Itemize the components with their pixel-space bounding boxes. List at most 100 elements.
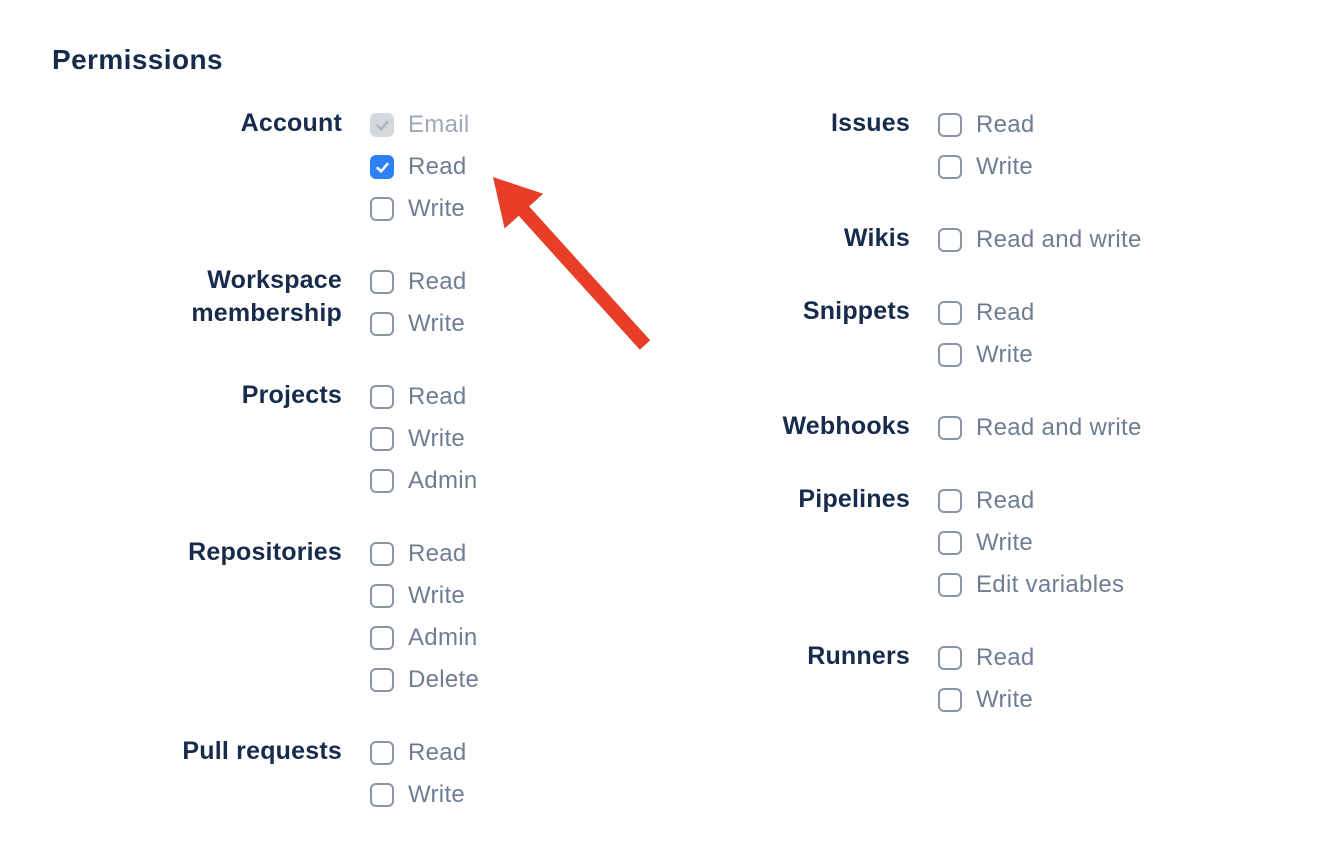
projects-admin-checkbox[interactable]	[370, 469, 394, 493]
group-label-projects: Projects	[241, 381, 342, 409]
account-write-checkbox[interactable]	[370, 197, 394, 221]
checkbox-row-snippets-write[interactable]: Write	[938, 334, 1035, 376]
checkbox-label: Read	[976, 487, 1035, 514]
projects-write-checkbox[interactable]	[370, 427, 394, 451]
checkbox-row-pipelines-edit-variables[interactable]: Edit variables	[938, 564, 1124, 606]
snippets-read-checkbox[interactable]	[938, 301, 962, 325]
checkbox-row-repositories-admin[interactable]: Admin	[370, 617, 479, 659]
pipelines-write-checkbox[interactable]	[938, 531, 962, 555]
workspace-membership-write-checkbox[interactable]	[370, 312, 394, 336]
repositories-read-checkbox[interactable]	[370, 542, 394, 566]
checkbox-label: Read	[408, 739, 467, 766]
pipelines-edit-variables-checkbox[interactable]	[938, 573, 962, 597]
repositories-delete-checkbox[interactable]	[370, 668, 394, 692]
checkbox-row-workspace-membership-write[interactable]: Write	[370, 303, 467, 345]
checkbox-row-projects-admin[interactable]: Admin	[370, 460, 478, 502]
checkbox-label: Write	[408, 781, 466, 808]
runners-read-checkbox[interactable]	[938, 646, 962, 670]
checkbox-row-account-write[interactable]: Write	[370, 188, 470, 230]
workspace-membership-read-checkbox[interactable]	[370, 270, 394, 294]
checkbox-label: Read	[976, 299, 1035, 326]
checkbox-row-issues-write[interactable]: Write	[938, 146, 1035, 188]
checkbox-label: Read	[976, 111, 1035, 138]
checkbox-row-wikis-read-and-write[interactable]: Read and write	[938, 219, 1142, 261]
checkbox-row-repositories-read[interactable]: Read	[370, 533, 479, 575]
projects-read-checkbox[interactable]	[370, 385, 394, 409]
webhooks-read-and-write-checkbox[interactable]	[938, 416, 962, 440]
checkbox-label: Read and write	[976, 414, 1142, 441]
pull-requests-read-checkbox[interactable]	[370, 741, 394, 765]
checkbox-label: Read	[408, 153, 467, 180]
pull-requests-write-checkbox[interactable]	[370, 783, 394, 807]
group-label-snippets: Snippets	[802, 297, 910, 325]
checkmark-icon	[375, 162, 389, 173]
checkbox-label: Admin	[408, 624, 478, 651]
runners-write-checkbox[interactable]	[938, 688, 962, 712]
checkbox-label: Write	[408, 310, 466, 337]
account-email-checkbox	[370, 113, 394, 137]
permission-group-wikis: Wikis Read and write	[640, 219, 1142, 261]
checkbox-label: Write	[976, 529, 1034, 556]
pipelines-read-checkbox[interactable]	[938, 489, 962, 513]
checkbox-row-webhooks-read-and-write[interactable]: Read and write	[938, 407, 1142, 449]
checkbox-label: Delete	[408, 666, 480, 693]
checkbox-row-repositories-write[interactable]: Write	[370, 575, 479, 617]
checkbox-row-projects-write[interactable]: Write	[370, 418, 478, 460]
checkbox-row-account-email: Email	[370, 104, 470, 146]
checkbox-row-pipelines-read[interactable]: Read	[938, 480, 1124, 522]
issues-read-checkbox[interactable]	[938, 113, 962, 137]
checkbox-label: Write	[976, 153, 1034, 180]
checkbox-label: Read	[408, 383, 467, 410]
checkbox-label: Write	[976, 341, 1034, 368]
checkbox-label: Admin	[408, 467, 478, 494]
checkbox-row-workspace-membership-read[interactable]: Read	[370, 261, 467, 303]
repositories-admin-checkbox[interactable]	[370, 626, 394, 650]
repositories-write-checkbox[interactable]	[370, 584, 394, 608]
checkbox-row-runners-read[interactable]: Read	[938, 637, 1035, 679]
account-read-checkbox[interactable]	[370, 155, 394, 179]
checkbox-label: Write	[976, 686, 1034, 713]
wikis-read-and-write-checkbox[interactable]	[938, 228, 962, 252]
group-label-account: Account	[240, 109, 342, 137]
checkbox-row-pull-requests-write[interactable]: Write	[370, 774, 467, 816]
snippets-write-checkbox[interactable]	[938, 343, 962, 367]
checkbox-row-snippets-read[interactable]: Read	[938, 292, 1035, 334]
group-options: Read and write	[938, 407, 1142, 449]
checkbox-row-pipelines-write[interactable]: Write	[938, 522, 1124, 564]
checkbox-row-pull-requests-read[interactable]: Read	[370, 732, 467, 774]
checkbox-row-issues-read[interactable]: Read	[938, 104, 1035, 146]
checkbox-label: Edit variables	[976, 571, 1125, 598]
group-label-wikis: Wikis	[843, 224, 910, 252]
issues-write-checkbox[interactable]	[938, 155, 962, 179]
checkbox-row-runners-write[interactable]: Write	[938, 679, 1035, 721]
group-label-repositories: Repositories	[188, 538, 342, 566]
checkbox-row-projects-read[interactable]: Read	[370, 376, 478, 418]
group-label-runners: Runners	[807, 642, 910, 670]
checkbox-label: Read	[408, 540, 467, 567]
checkbox-label: Read	[976, 644, 1035, 671]
checkbox-row-account-read[interactable]: Read	[370, 146, 470, 188]
checkbox-row-repositories-delete[interactable]: Delete	[370, 659, 479, 701]
checkmark-icon	[375, 120, 389, 131]
checkbox-label: Read	[408, 268, 467, 295]
checkbox-label: Write	[408, 582, 466, 609]
group-label-workspace-membership: Workspace membership	[191, 266, 342, 327]
